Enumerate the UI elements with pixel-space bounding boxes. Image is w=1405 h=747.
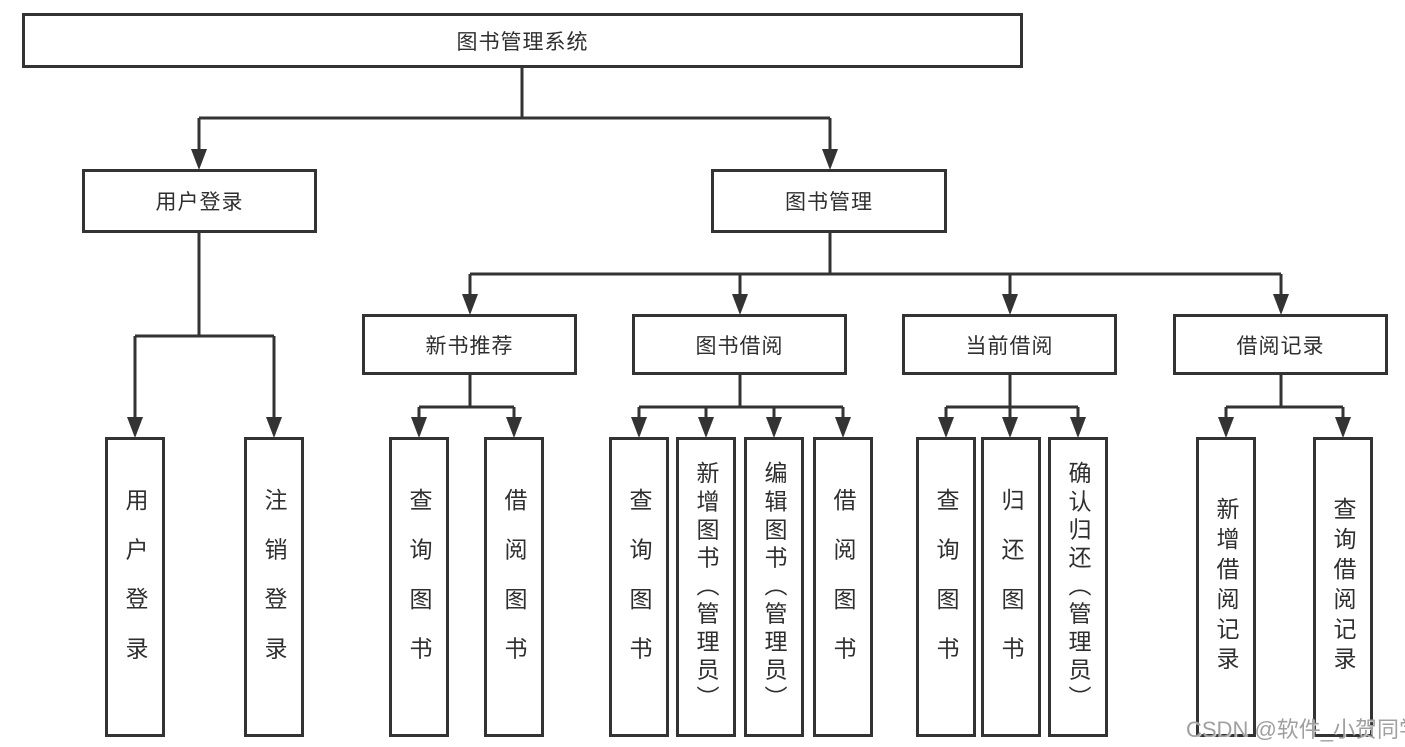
node-records-query-record: 查询借阅记录: [1313, 437, 1373, 737]
node-borrowing-add-books-label: 新增图书（管理员）: [693, 460, 719, 714]
node-current-return-books-label: 归还图书: [998, 488, 1024, 686]
node-borrowing-edit-books-label: 编辑图书（管理员）: [761, 460, 787, 714]
node-records-add-record-label: 新增借阅记录: [1213, 497, 1239, 677]
node-records-add-record: 新增借阅记录: [1196, 437, 1256, 737]
edge-recommend-children: [411, 375, 522, 438]
node-book-management-label: 图书管理: [785, 191, 873, 214]
node-current-confirm-return: 确认归还（管理员）: [1048, 437, 1108, 737]
node-user-login-leaf-label: 用户登录: [122, 488, 148, 686]
node-borrowing-query-books-label: 查询图书: [626, 488, 652, 686]
node-borrowing-records-label: 借阅记录: [1236, 334, 1325, 358]
node-new-book-recommendation-label: 新书推荐: [425, 334, 514, 358]
node-root-label: 图书管理系统: [456, 30, 589, 54]
node-borrowing-query-books: 查询图书: [609, 437, 669, 737]
node-logout-leaf-label: 注销登录: [261, 488, 287, 686]
node-current-query-books-label: 查询图书: [933, 488, 959, 686]
node-recommend-query-books: 查询图书: [389, 437, 449, 737]
node-borrowing-records: 借阅记录: [1173, 314, 1388, 375]
node-recommend-query-books-label: 查询图书: [406, 488, 432, 686]
node-root: 图书管理系统: [22, 13, 1023, 68]
edge-user-login-children: [127, 232, 282, 438]
node-book-borrowing: 图书借阅: [632, 314, 847, 375]
edge-records-children: [1218, 375, 1351, 438]
node-borrowing-borrow-books: 借阅图书: [813, 437, 873, 737]
node-borrowing-edit-books: 编辑图书（管理员）: [744, 437, 804, 737]
node-user-login-label: 用户登录: [155, 191, 244, 214]
node-book-management: 图书管理: [711, 169, 947, 233]
node-new-book-recommendation: 新书推荐: [362, 314, 577, 375]
edge-current-children: [938, 375, 1086, 438]
node-current-query-books: 查询图书: [916, 437, 976, 737]
node-records-query-record-label: 查询借阅记录: [1330, 497, 1356, 677]
node-current-borrowing: 当前借阅: [902, 314, 1117, 375]
node-user-login: 用户登录: [82, 169, 317, 233]
node-borrowing-borrow-books-label: 借阅图书: [830, 488, 856, 686]
node-user-login-leaf: 用户登录: [105, 437, 165, 737]
node-borrowing-add-books: 新增图书（管理员）: [676, 437, 736, 737]
csdn-watermark: CSDN @软件_小贺同学: [1186, 717, 1405, 742]
node-current-return-books: 归还图书: [981, 437, 1041, 737]
edge-book-management-children: [462, 232, 1289, 315]
edge-root-to-level2: [191, 66, 838, 170]
node-current-borrowing-label: 当前借阅: [965, 334, 1054, 358]
node-logout-leaf: 注销登录: [244, 437, 304, 737]
node-current-confirm-return-label: 确认归还（管理员）: [1065, 460, 1091, 714]
edge-borrowing-children: [631, 375, 851, 438]
node-recommend-borrow-books: 借阅图书: [484, 437, 544, 737]
node-recommend-borrow-books-label: 借阅图书: [501, 488, 527, 686]
node-book-borrowing-label: 图书借阅: [695, 334, 784, 358]
